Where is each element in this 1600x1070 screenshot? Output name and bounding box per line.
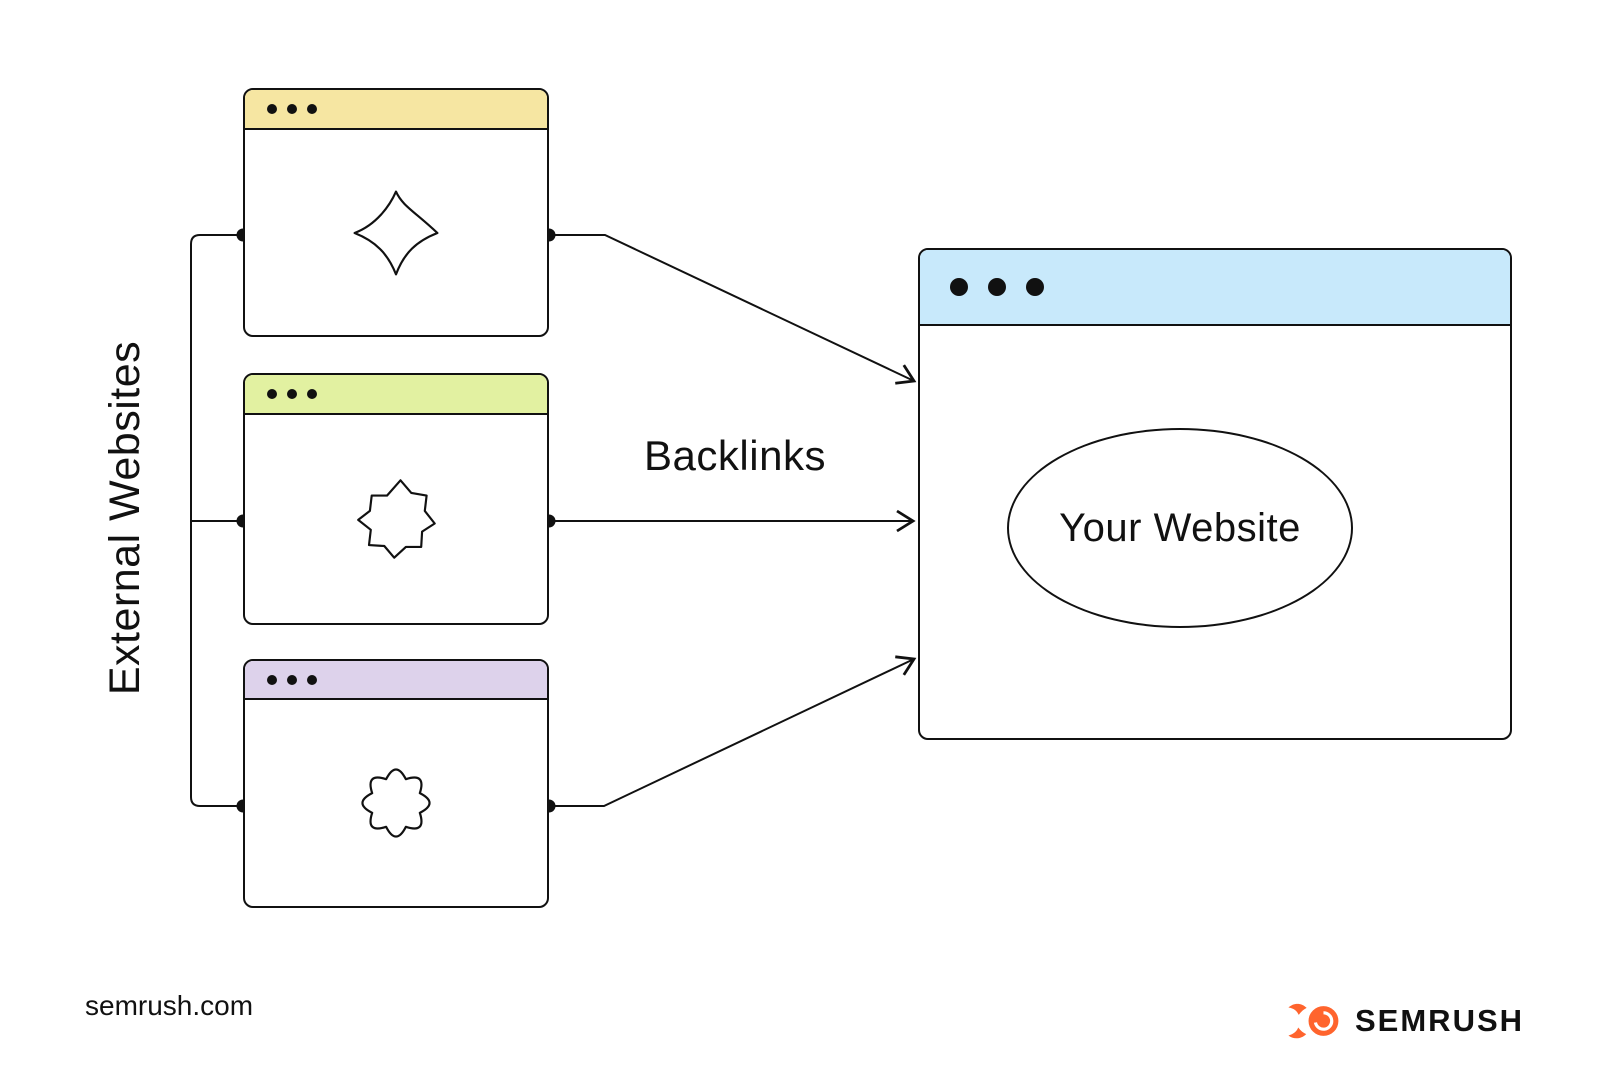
semrush-logo: SEMRUSH [1288, 998, 1524, 1044]
window-body [245, 700, 547, 906]
semrush-url: semrush.com [85, 990, 254, 1021]
backlink-arrows [549, 234, 917, 807]
window-header-purple [245, 661, 547, 700]
window-body [245, 130, 547, 335]
window-dot-icon [1026, 278, 1044, 296]
window-header-yellow [245, 90, 547, 130]
window-dot-icon [287, 104, 297, 114]
backlink-arrow-top [549, 234, 917, 385]
window-dot-icon [267, 104, 277, 114]
window-header-green [245, 375, 547, 415]
window-dot-icon [267, 389, 277, 399]
flower-blob-icon [361, 768, 431, 838]
external-website-window-2 [243, 373, 549, 625]
window-dot-icon [287, 674, 297, 685]
your-website-label: Your Website [1059, 505, 1301, 550]
window-dot-icon [307, 389, 317, 399]
diamond-blob-icon [353, 190, 439, 275]
external-websites-label: External Websites [101, 340, 149, 696]
window-dot-icon [988, 278, 1006, 296]
window-header-blue [920, 250, 1510, 326]
window-body [245, 415, 547, 623]
window-dot-icon [307, 674, 317, 685]
external-website-window-1 [243, 88, 549, 337]
window-dot-icon [267, 674, 277, 685]
semrush-flame-icon [1288, 1003, 1339, 1039]
window-dot-icon [287, 389, 297, 399]
external-websites-bracket [190, 234, 243, 807]
window-dot-icon [950, 278, 968, 296]
your-website-ellipse: Your Website [1007, 428, 1353, 628]
backlink-arrow-bottom [549, 655, 917, 807]
window-dot-icon [307, 104, 317, 114]
semrush-wordmark: SEMRUSH [1355, 1003, 1525, 1038]
star-blob-icon [357, 479, 436, 559]
backlinks-label: Backlinks [644, 432, 826, 479]
external-website-window-3 [243, 659, 549, 908]
